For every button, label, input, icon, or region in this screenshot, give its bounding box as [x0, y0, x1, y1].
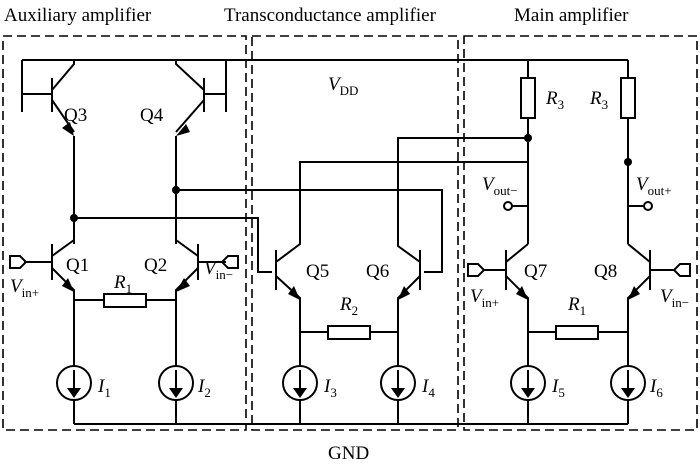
- label-i4: I4: [421, 376, 435, 400]
- label-i2: I2: [197, 376, 211, 400]
- wire-to-q6-base: [176, 189, 443, 273]
- label-q3: Q3: [64, 105, 87, 126]
- label-i5: I5: [551, 376, 565, 400]
- vout-minus-terminal: [503, 201, 513, 211]
- vin-plus-port-a: [9, 255, 28, 269]
- resistor-r3-left: [520, 77, 536, 119]
- auxiliary-section-box: [2, 35, 247, 431]
- label-q5: Q5: [306, 261, 329, 282]
- vout-plus-terminal: [643, 201, 653, 211]
- resistor-r3-right: [620, 77, 636, 119]
- transistor-q6: [397, 137, 528, 312]
- vin-minus-port-b: [672, 263, 691, 277]
- section-title-auxiliary: Auxiliary amplifier: [4, 5, 152, 26]
- label-q6: Q6: [366, 261, 389, 282]
- vin-plus-port-b: [467, 263, 486, 277]
- label-vout-plus: Vout+: [636, 174, 672, 198]
- section-title-transconductance: Transconductance amplifier: [224, 5, 437, 26]
- wire-to-q5-base: [74, 217, 272, 273]
- resistor-r1-aux: [103, 293, 147, 308]
- transistor-q1: [24, 239, 75, 300]
- label-vin-minus-a: Vin−: [204, 258, 233, 282]
- node-r3-left: [524, 134, 532, 142]
- current-source-i4: [380, 365, 416, 401]
- main-section-box: [463, 35, 698, 431]
- label-q8: Q8: [594, 261, 617, 282]
- label-i6: I6: [649, 376, 663, 400]
- vin-minus-port-a: [220, 255, 239, 269]
- current-source-i3: [282, 365, 318, 401]
- transistor-q5: [275, 161, 528, 312]
- resistor-r2: [327, 325, 371, 340]
- label-q2: Q2: [144, 255, 167, 276]
- transconductance-section-box: [251, 35, 459, 431]
- label-r3-right: R3: [589, 88, 608, 112]
- label-r2: R2: [339, 294, 358, 318]
- label-vin-plus-b: Vin+: [470, 286, 499, 310]
- section-title-main: Main amplifier: [514, 5, 629, 26]
- label-r1-aux: R1: [113, 272, 132, 296]
- transistor-q8: [627, 243, 674, 312]
- resistor-r1-main: [555, 325, 599, 340]
- label-vin-minus-b: Vin−: [660, 286, 689, 310]
- gnd-label: GND: [328, 443, 369, 464]
- label-vout-minus: Vout−: [482, 174, 518, 198]
- transistor-q7: [484, 243, 529, 312]
- vdd-label: VDD: [328, 74, 358, 98]
- label-i1: I1: [97, 376, 111, 400]
- label-q1: Q1: [66, 255, 89, 276]
- transistor-q3: [21, 60, 75, 136]
- label-i3: I3: [323, 376, 337, 400]
- transistor-q4: [175, 60, 227, 136]
- label-q7: Q7: [524, 261, 547, 282]
- label-q4: Q4: [140, 105, 164, 126]
- label-r1-main: R1: [567, 294, 586, 318]
- node-r3-right: [624, 158, 632, 166]
- transistor-q2: [175, 239, 226, 300]
- label-r3-left: R3: [545, 88, 564, 112]
- label-vin-plus-a: Vin+: [10, 276, 39, 300]
- current-source-i6: [610, 365, 646, 401]
- current-source-i2: [158, 365, 194, 401]
- current-source-i5: [510, 365, 546, 401]
- current-source-i1: [56, 365, 92, 401]
